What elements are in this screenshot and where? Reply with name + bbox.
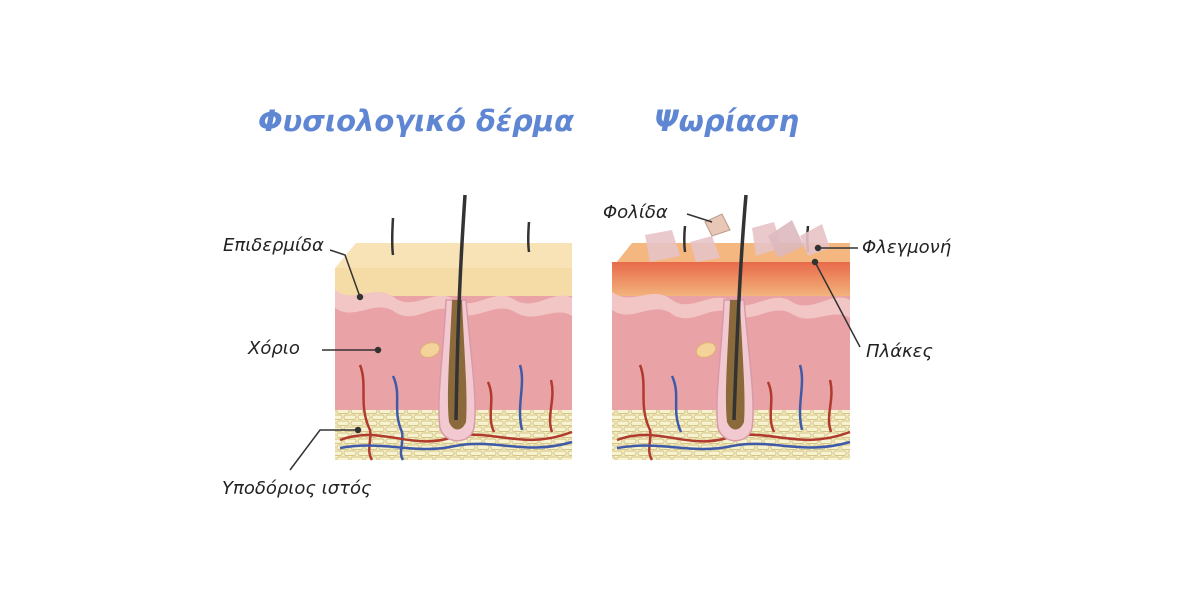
label-dermis: Χόριο (248, 338, 300, 359)
inflamed-epidermis (612, 262, 850, 298)
leader-dot (814, 244, 822, 252)
vein (391, 375, 405, 461)
leader-scale (686, 213, 713, 223)
scale-flake (768, 220, 804, 258)
artery (827, 379, 833, 433)
small-hair (391, 217, 395, 256)
leader-dot (354, 426, 362, 434)
leader-plaques (814, 261, 861, 348)
title-psoriasis: Ψωρίαση (654, 104, 800, 138)
artery (358, 364, 374, 461)
leader-dot (374, 346, 382, 354)
scale-flake-loose (704, 213, 731, 237)
artery (638, 364, 654, 461)
epidermis-top-face (335, 243, 572, 268)
leader-lines (289, 213, 861, 471)
vein-horizontal (339, 440, 573, 451)
title-normal-skin: Φυσιολογικό δέρμα (258, 104, 575, 138)
vein (518, 364, 524, 431)
hair-shaft (454, 194, 467, 421)
normal-skin-block (335, 194, 573, 461)
sebaceous-gland (419, 342, 441, 358)
vein-horizontal (616, 440, 851, 451)
leader-dot (356, 293, 364, 301)
artery (766, 381, 776, 433)
psoriasis-skin-block (612, 194, 851, 461)
leader-subcutis (289, 429, 358, 471)
artery (486, 381, 496, 433)
label-subcutaneous: Υποδόριος ιστός (222, 478, 372, 499)
vein (670, 375, 683, 433)
small-hair (527, 221, 531, 253)
sebaceous-gland (695, 342, 717, 358)
label-scale: Φολίδα (603, 202, 668, 223)
leader-epidermis (329, 249, 361, 298)
small-hair (683, 225, 687, 253)
hair-shaft (732, 194, 748, 421)
label-plaques: Πλάκες (866, 341, 933, 362)
artery (548, 379, 554, 433)
label-epidermis: Επιδερμίδα (223, 235, 324, 256)
leader-dot (811, 258, 819, 266)
scale-flake (690, 236, 720, 262)
vein (798, 364, 804, 431)
label-inflammation: Φλεγμονή (862, 237, 952, 258)
scale-flake (645, 230, 680, 262)
